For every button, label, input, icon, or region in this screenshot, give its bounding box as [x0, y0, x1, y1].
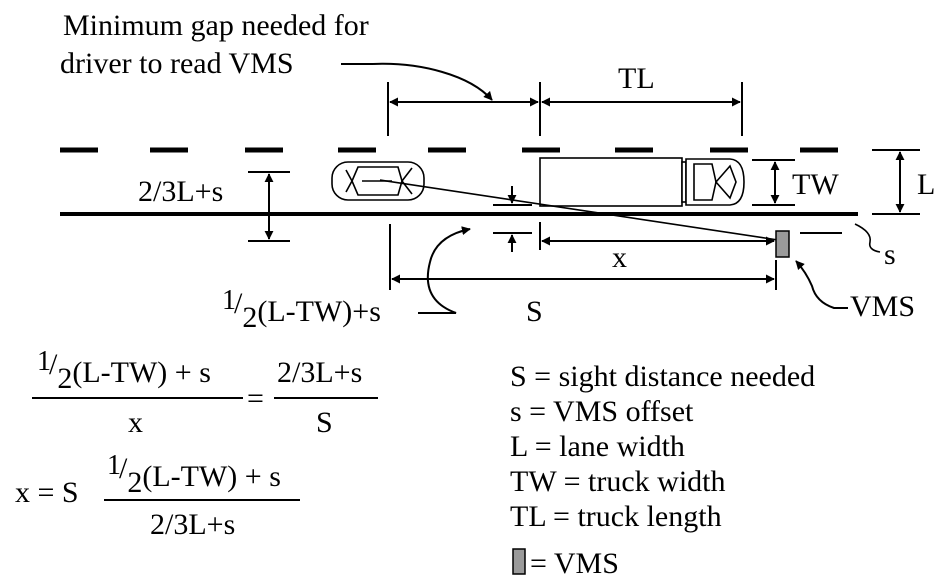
- S-label: S: [526, 295, 543, 328]
- truck-icon: [539, 157, 745, 207]
- l-label: L: [917, 168, 935, 201]
- s-leader: [854, 223, 881, 253]
- equation-1: 1/2(L-TW) + s x = 2/3L+s S: [32, 346, 378, 439]
- half-label-leader: [418, 226, 471, 314]
- legend-vms-label: = VMS: [530, 547, 619, 580]
- eq1-lhs-denominator: x: [128, 406, 143, 439]
- annotation-leader-arrow: [372, 62, 493, 101]
- legend-item: S = sight distance needed: [510, 360, 815, 393]
- legend-item: L = lane width: [510, 430, 685, 463]
- tw-label: TW: [792, 168, 839, 201]
- equation-2: x = S 1/2(L-TW) + s 2/3L+s: [15, 450, 300, 541]
- s-label: s: [884, 238, 896, 271]
- legend-vms-symbol-icon: [512, 548, 526, 575]
- half-label: 1/2(L-TW)+s: [222, 285, 381, 334]
- car-icon: [331, 161, 425, 201]
- annotation-line2: driver to read VMS: [60, 47, 294, 80]
- sight-line: [379, 179, 779, 241]
- vms-sign-icon: [775, 230, 790, 258]
- eq2-denominator: 2/3L+s: [150, 508, 235, 541]
- eq1-rhs-denominator: S: [316, 406, 333, 439]
- vms-label: VMS: [850, 290, 915, 323]
- legend: S = sight distance needed s = VMS offset…: [510, 360, 815, 580]
- eq1-rhs-numerator: 2/3L+s: [277, 356, 362, 389]
- legend-item: TW = truck width: [510, 465, 726, 498]
- legend-item: s = VMS offset: [510, 395, 694, 428]
- vms-label-leader: [795, 260, 848, 309]
- eq2-prefix: x = S: [15, 476, 79, 509]
- twothirds-label: 2/3L+s: [138, 175, 223, 208]
- svg-text:1/2(L-TW) + s: 1/2(L-TW) + s: [37, 346, 211, 395]
- x-label: x: [612, 241, 627, 274]
- legend-item: TL = truck length: [510, 500, 722, 533]
- svg-text:1/2(L-TW) + s: 1/2(L-TW) + s: [107, 450, 281, 499]
- eq1-equals: =: [247, 382, 264, 415]
- annotation-line1: Minimum gap needed for: [63, 9, 369, 42]
- tl-label: TL: [618, 62, 655, 95]
